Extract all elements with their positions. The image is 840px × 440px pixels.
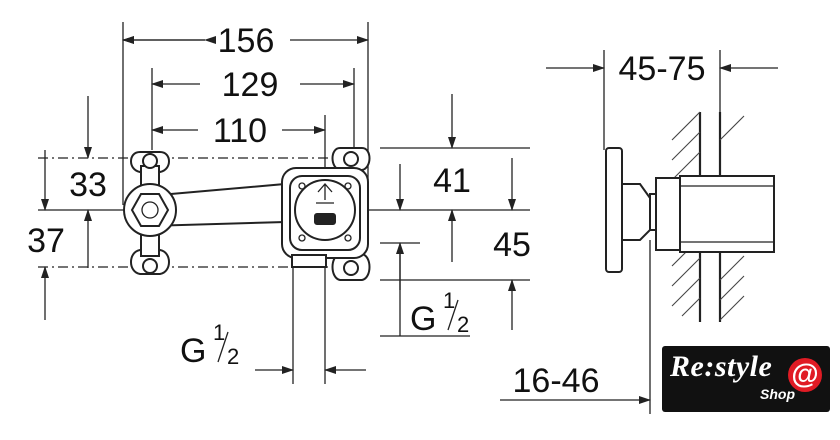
dim-33: 33: [69, 166, 107, 204]
svg-text:2: 2: [457, 312, 469, 337]
at-sign-icon: @: [788, 358, 822, 392]
dim-37: 37: [27, 222, 65, 260]
valve-body-side: [605, 147, 775, 273]
dim-16-46: 16-46: [513, 362, 600, 400]
dim-45: 45: [493, 226, 531, 264]
svg-text:G: G: [180, 332, 206, 370]
logo-sub: Shop: [760, 386, 795, 402]
svg-text:1: 1: [443, 288, 455, 313]
svg-text:1: 1: [213, 320, 225, 345]
dim-129: 129: [222, 66, 279, 104]
thread-label-left: G 1 2: [180, 320, 239, 370]
thread-label-right: G 1 2: [410, 288, 469, 338]
dim-45-75: 45-75: [619, 50, 706, 88]
logo-brand: Re:style: [670, 350, 773, 383]
dim-110: 110: [213, 112, 267, 150]
svg-text:2: 2: [227, 344, 239, 369]
dimension-lines: [41, 36, 516, 374]
dim-41: 41: [433, 162, 471, 200]
svg-text:G: G: [410, 300, 436, 338]
valve-body-front: [123, 147, 371, 281]
dim-156: 156: [218, 22, 275, 60]
restyle-shop-logo: Re:style Shop @: [662, 346, 830, 412]
side-dimension-lines: [500, 50, 778, 414]
